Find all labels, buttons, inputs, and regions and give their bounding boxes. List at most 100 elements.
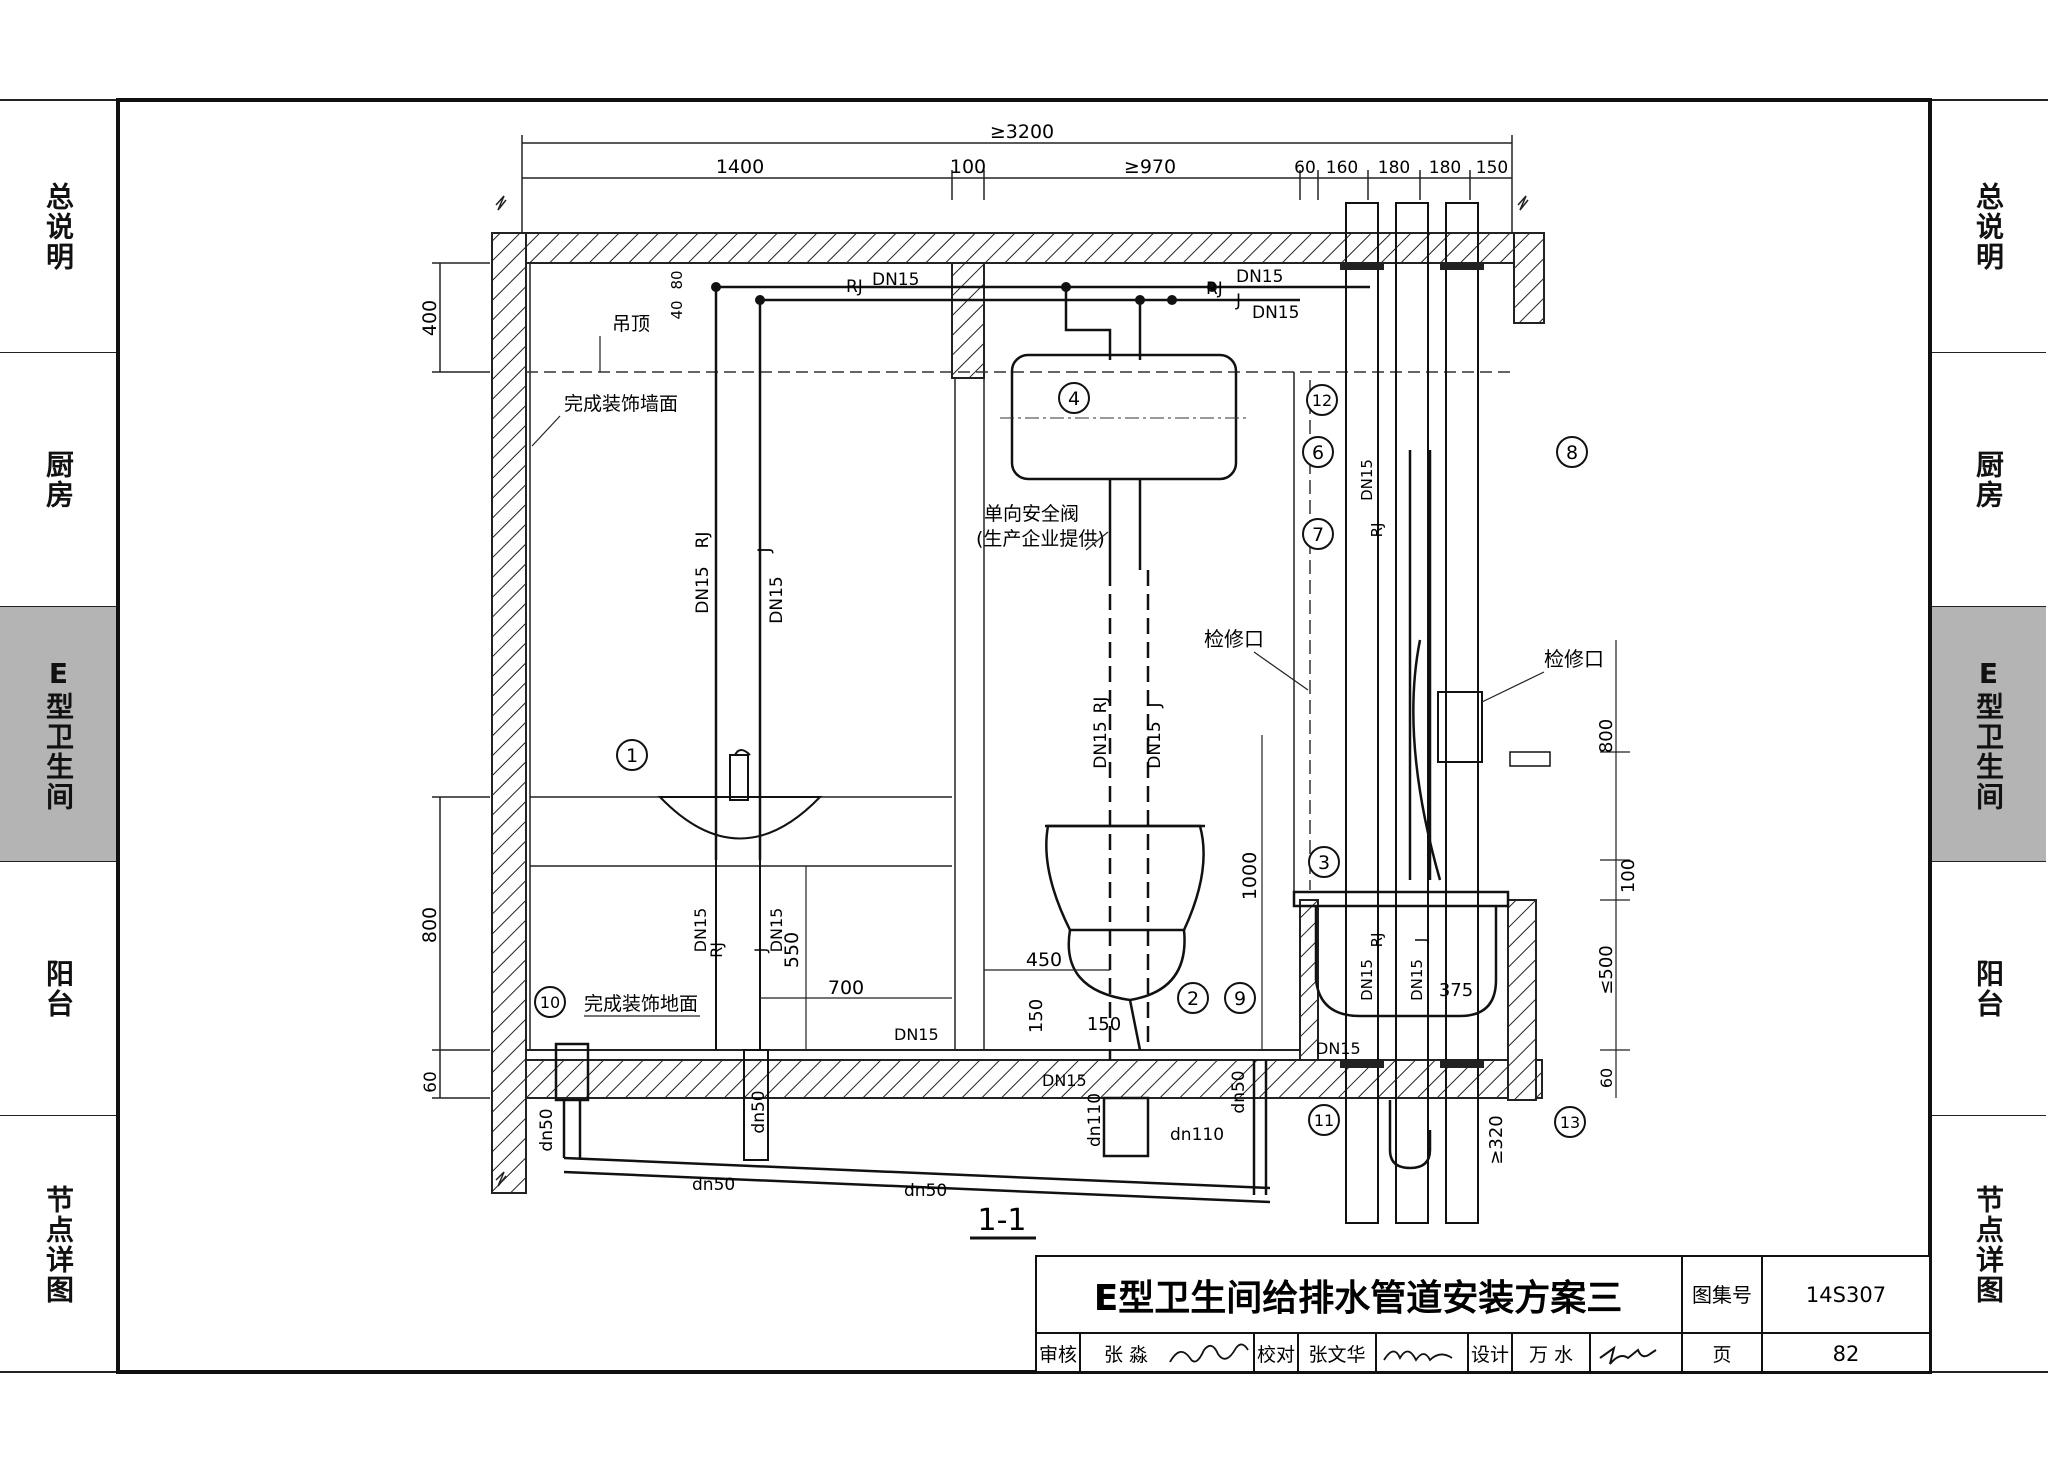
dim-700: 700 <box>828 977 864 999</box>
annotation-finished-floor: 完成装饰地面 <box>584 993 698 1015</box>
marker-13: 13 <box>1554 1106 1586 1138</box>
marker-4: 4 <box>1058 382 1090 414</box>
marker-1: 1 <box>616 739 648 771</box>
top-dimension-chain <box>521 135 1513 233</box>
label-dn50-left: dn50 <box>537 1108 557 1151</box>
tab-balcony[interactable]: 阳台 <box>0 861 116 1116</box>
label-dn15-basin-l: DN15 <box>691 908 710 953</box>
dim-160: 160 <box>1326 158 1358 178</box>
drain-lines <box>562 1060 1432 1204</box>
annotation-access-panel-left: 检修口 <box>1204 627 1264 651</box>
tab-kitchen[interactable]: 厨房 <box>0 352 116 607</box>
label-dn50-tub: dn50 <box>1229 1070 1249 1113</box>
design-label: 设计 <box>1471 1344 1509 1366</box>
label-dn15-heater-rj: DN15 <box>1091 721 1111 768</box>
pipe-node <box>711 282 721 292</box>
svg-text:8: 8 <box>1566 442 1578 464</box>
tab-label: 阳台 <box>1972 959 2005 1019</box>
proofer-signature <box>1383 1350 1453 1362</box>
bathtub <box>1292 890 1510 1018</box>
label-j-basin: J <box>751 948 770 954</box>
tab-general-notes-right[interactable]: 总说明 <box>1930 100 2046 353</box>
label-rj-top: RJ <box>846 277 863 297</box>
designer-name: 万 水 <box>1529 1344 1573 1366</box>
reviewer-name: 张 淼 <box>1104 1344 1148 1366</box>
page-number: 82 <box>1833 1342 1860 1366</box>
check-valve-leader <box>1085 531 1109 551</box>
tab-label: 节点详图 <box>1972 1184 2005 1305</box>
label-j-top-right: J <box>1235 291 1241 311</box>
right-wall-lower <box>1507 899 1537 1101</box>
dim-375: 375 <box>1439 980 1473 1001</box>
marker-9: 9 <box>1224 982 1256 1014</box>
basin-drain-pipes <box>715 860 769 1161</box>
label-j-heater: J <box>1145 702 1165 708</box>
tab-node-details-right[interactable]: 节点详图 <box>1930 1115 2046 1373</box>
dim-100-right: 100 <box>1618 859 1639 893</box>
dim-400: 400 <box>419 300 441 336</box>
dim-60-left: 60 <box>421 1071 441 1093</box>
marker-8: 8 <box>1556 436 1588 468</box>
left-dimension-lines <box>432 262 490 1099</box>
supply-pipes-top <box>714 285 1370 360</box>
drawing-frame <box>116 98 1932 1374</box>
tab-balcony-right[interactable]: 阳台 <box>1930 861 2046 1116</box>
pipe-node <box>1061 282 1071 292</box>
tab-label: E型卫生间 <box>1972 657 2005 812</box>
dim-150-h: 150 <box>1087 1014 1121 1035</box>
label-dn15-tub-l: DN15 <box>1358 959 1376 1001</box>
label-dn15-heater-j: DN15 <box>1145 721 1165 768</box>
dim-800-left: 800 <box>419 907 441 943</box>
dim-970: ≥970 <box>1124 156 1176 178</box>
marker-11: 11 <box>1308 1104 1340 1136</box>
svg-text:2: 2 <box>1187 988 1199 1010</box>
designer-signature <box>1599 1345 1657 1365</box>
label-rj-shower: RJ <box>1368 523 1386 538</box>
tab-label: 节点详图 <box>42 1184 75 1305</box>
annotation-access-panel-right: 检修口 <box>1544 647 1604 671</box>
floor-drain <box>554 1042 590 1102</box>
atlas-label: 图集号 <box>1692 1283 1752 1307</box>
tab-bathroom-e[interactable]: E型卫生间 <box>0 606 116 862</box>
left-wall <box>491 232 527 1194</box>
svg-text:4: 4 <box>1068 388 1080 410</box>
label-dn15-top: DN15 <box>872 270 919 290</box>
access-panel-box <box>1437 691 1483 763</box>
svg-text:3: 3 <box>1318 852 1330 874</box>
label-dn15-shower: DN15 <box>1358 459 1376 501</box>
right-dimension-lines <box>1600 640 1630 1098</box>
middle-wall <box>951 262 985 379</box>
dim-800-right: 800 <box>1596 719 1617 753</box>
basin-risers <box>714 340 762 860</box>
dim-150-v: 150 <box>1026 999 1047 1033</box>
dim-1000: 1000 <box>1239 852 1261 900</box>
svg-text:13: 13 <box>1560 1113 1580 1132</box>
label-dn15-riser-j: DN15 <box>767 576 787 623</box>
svg-text:11: 11 <box>1314 1111 1334 1130</box>
proofer-name: 张文华 <box>1308 1344 1365 1366</box>
label-dn110-h: dn110 <box>1170 1125 1224 1145</box>
label-dn15-floor-right: DN15 <box>1316 1039 1361 1058</box>
tab-node-details[interactable]: 节点详图 <box>0 1115 116 1373</box>
label-rj-riser: RJ <box>693 532 713 549</box>
dim-40: 40 <box>668 300 686 319</box>
label-rj-basin: RJ <box>707 942 726 958</box>
label-dn50-bottom-2: dn50 <box>904 1181 947 1201</box>
marker-2: 2 <box>1177 982 1209 1014</box>
label-dn15-riser-rj: DN15 <box>693 566 713 613</box>
label-j-tub: J <box>1412 938 1430 943</box>
label-dn50-basin: dn50 <box>749 1090 769 1133</box>
svg-text:10: 10 <box>540 993 560 1012</box>
drain-stacks <box>1345 202 1479 1224</box>
label-dn15-basin-r: DN15 <box>767 908 786 953</box>
tab-bathroom-e-right[interactable]: E型卫生间 <box>1930 606 2046 862</box>
tab-label: 总说明 <box>42 182 75 272</box>
dim-1400: 1400 <box>716 156 764 178</box>
dim-60: 60 <box>1294 158 1316 178</box>
marker-10: 10 <box>534 986 566 1018</box>
proof-label: 校对 <box>1257 1344 1295 1366</box>
tab-kitchen-right[interactable]: 厨房 <box>1930 352 2046 607</box>
heater-pipes <box>1108 479 1142 570</box>
break-mark-top-right <box>1517 195 1529 211</box>
tab-label: 阳台 <box>42 959 75 1019</box>
